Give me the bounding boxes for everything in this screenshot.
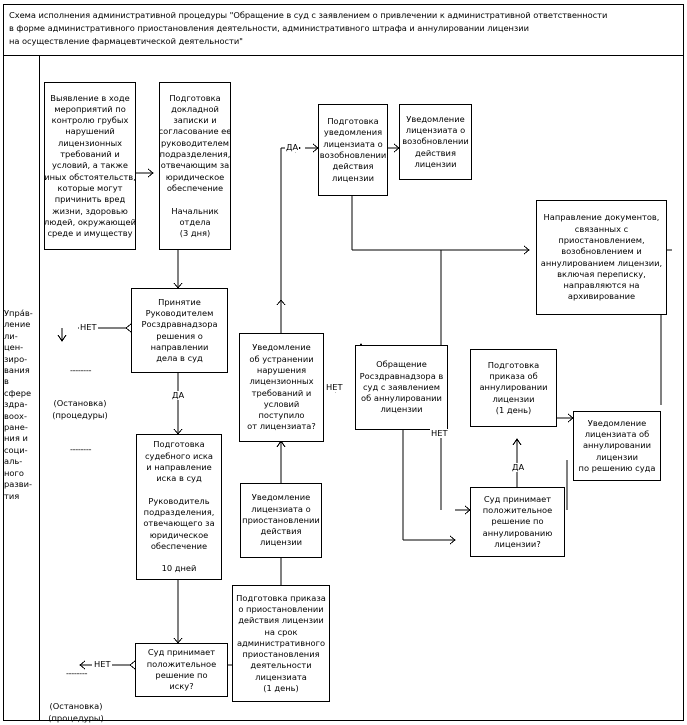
node-notify-annul[interactable]: Уведомление лицензиата об аннулировании … [573,411,661,481]
stop-top-text: (Остановка) (процедуры) [52,398,108,420]
node-head-decision-text: Принятие Руководителем Росздравнадзора р… [141,296,218,364]
node-stop-top: - - - - - - - - (Остановка) (процедуры) … [40,342,120,478]
node-notify-annul-text: Уведомление лицензиата об аннулировании … [578,417,656,473]
edge-label-head-no: НЕТ [79,322,98,332]
edge-label-violation-yes: ДА [285,142,300,152]
node-violation-fixed-decision[interactable]: Уведомление об устранении нарушения лице… [239,333,324,442]
stop-bottom-text: (Остановка) (процедуры) [48,701,104,723]
node-annul-order-text: Подготовка приказа об аннулировании лице… [479,359,548,415]
edge-label-claim-no: НЕТ [93,659,112,669]
node-memo[interactable]: Подготовка докладной записки и согласова… [159,82,231,250]
node-prepare-resume-notice-text: Подготовка уведомления лицензиата о возо… [319,116,387,183]
stop-top-rule-bottom: - - - - - - - - [70,443,91,454]
node-notify-resume-text: Уведомление лицензиата о возобновлении д… [402,113,469,169]
node-memo-text: Подготовка докладной записки и согласова… [158,92,232,239]
node-annul-order[interactable]: Подготовка приказа об аннулировании лице… [470,349,557,427]
node-archive-text: Направление документов, связанных с прио… [540,212,663,302]
node-suspend-order[interactable]: Подготовка приказа о приостановлении дей… [232,585,330,702]
node-detect-text: Выявление в ходе мероприятий по контролю… [44,92,136,239]
stop-top-rule-top: - - - - - - - - [70,364,91,375]
edge-label-annul-no: НЕТ [430,428,449,438]
node-notify-suspend-text: Уведомление лицензиата о приостановлении… [242,492,320,548]
node-court-claim-decision-text: Суд принимает положительное решение по и… [146,647,217,692]
node-head-decision[interactable]: Принятие Руководителем Росздравнадзора р… [131,288,228,373]
node-notify-suspend[interactable]: Уведомление лицензиата о приостановлении… [240,483,322,558]
title-line-1: Схема исполнения административной процед… [9,10,608,20]
stop-bottom-rule-top: - - - - - - - - [66,667,87,678]
node-violation-fixed-decision-text: Уведомление об устранении нарушения лице… [247,342,316,432]
node-court-annul-request[interactable]: Обращение Росздравнадзора в суд с заявле… [355,345,448,430]
title-line-2: в форме административного приостановлени… [9,23,529,33]
node-court-annul-decision-text: Суд принимает положительное решение по а… [482,493,553,549]
node-detect[interactable]: Выявление в ходе мероприятий по контролю… [44,82,136,250]
diagram-title-band: Схема исполнения административной процед… [3,4,684,56]
edge-label-annul-yes: ДА [511,462,526,472]
diagram-outer-frame [3,4,684,721]
sidebar-swimlane-label: Упра́в- ление ли- цен- зиро- вания в сфе… [4,308,33,501]
edge-label-head-yes: ДА [171,390,186,400]
node-archive[interactable]: Направление документов, связанных с прио… [536,200,667,315]
node-stop-bottom: - - - - - - - - (Остановка) (процедуры) … [38,645,114,725]
node-court-annul-request-text: Обращение Росздравнадзора в суд с заявле… [359,359,444,415]
node-notify-resume[interactable]: Уведомление лицензиата о возобновлении д… [399,104,472,180]
node-lawsuit[interactable]: Подготовка судебного иска и направление … [136,434,222,580]
sidebar-divider [39,56,40,721]
node-lawsuit-text: Подготовка судебного иска и направление … [143,439,215,574]
edge-label-violation-no: НЕТ [325,382,344,392]
title-line-3: на осуществление фармацевтической деятел… [9,36,243,46]
node-suspend-order-text: Подготовка приказа о приостановлении дей… [236,592,326,694]
node-prepare-resume-notice[interactable]: Подготовка уведомления лицензиата о возо… [318,104,388,196]
node-court-claim-decision[interactable]: Суд принимает положительное решение по и… [135,643,228,697]
node-court-annul-decision[interactable]: Суд принимает положительное решение по а… [470,487,565,557]
